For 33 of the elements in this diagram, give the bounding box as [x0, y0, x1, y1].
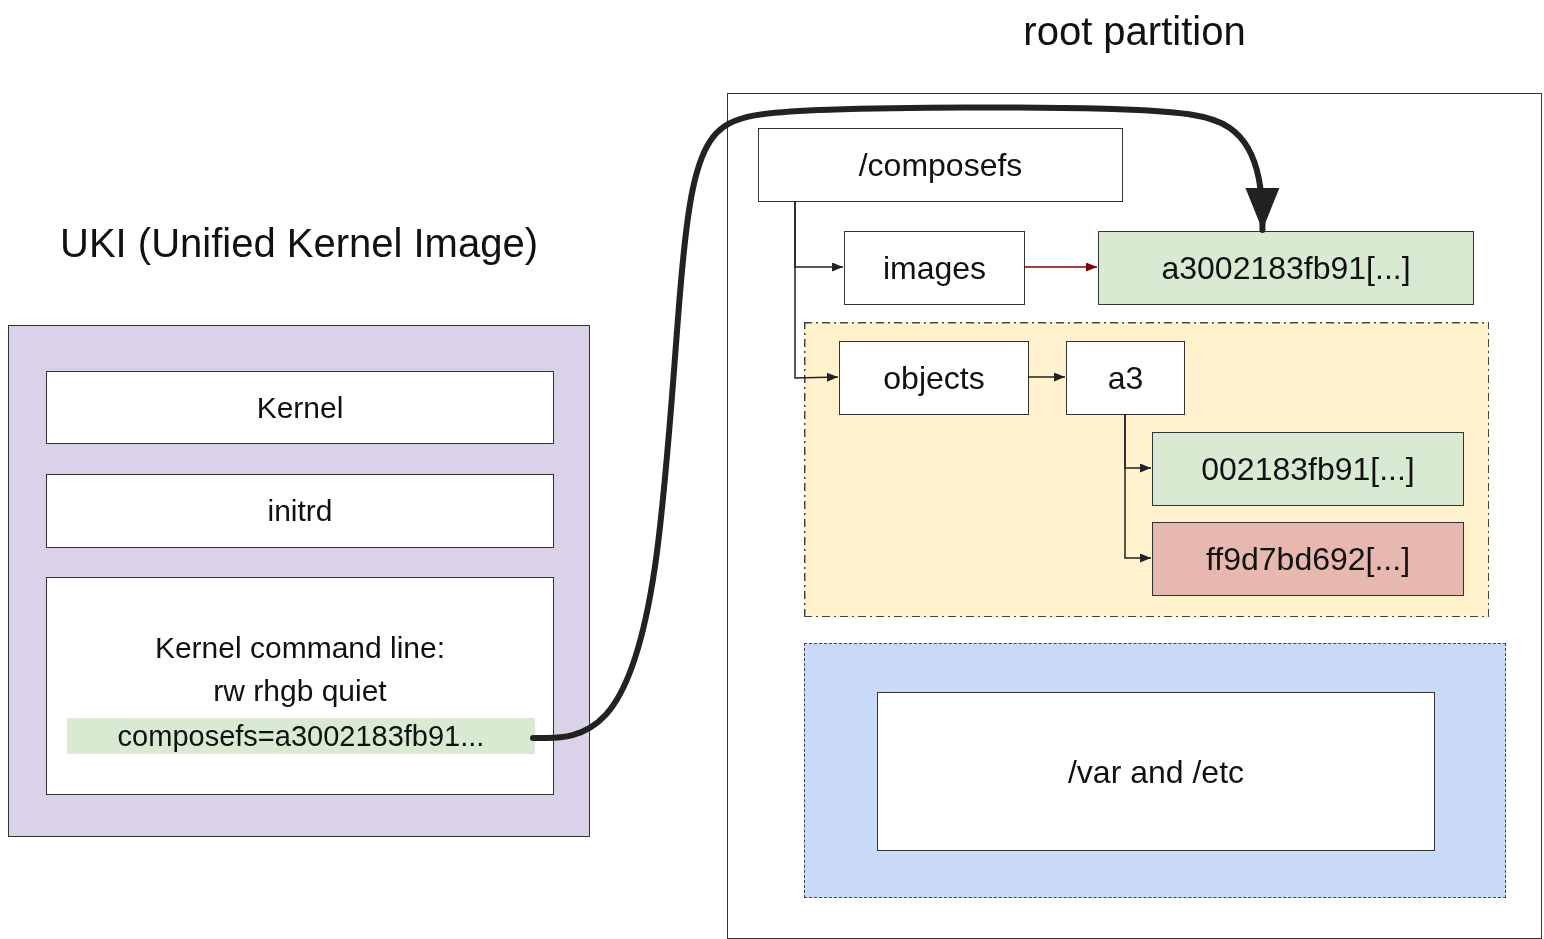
label: initrd	[266, 494, 334, 528]
process-box	[839, 341, 1029, 415]
heading: root partition	[1022, 9, 1247, 54]
label: /var and /etc	[1066, 753, 1246, 790]
hash-box	[1152, 522, 1464, 596]
arrow	[530, 104, 1280, 741]
label: composefs=a3002183fb91...	[116, 719, 486, 753]
arrow	[794, 200, 839, 382]
highlighted-text-box	[67, 718, 535, 754]
label: /composefs	[857, 146, 1024, 184]
label: ff9d7bd692[...]	[1205, 540, 1411, 578]
label: Kernel command line: rw rhgb quiet	[153, 630, 447, 709]
process-box	[877, 692, 1435, 851]
heading: UKI (Unified Kernel Image)	[59, 221, 539, 266]
hash-box	[1098, 231, 1474, 305]
label: images	[881, 249, 988, 287]
label: Kernel	[255, 390, 345, 425]
label: objects	[882, 359, 986, 397]
process-box	[1066, 341, 1185, 415]
dashed-group-area	[804, 322, 1489, 617]
process-box	[46, 371, 554, 444]
hash-box	[1152, 432, 1464, 506]
process-box	[46, 577, 554, 795]
process-box	[758, 128, 1123, 202]
process-box	[844, 231, 1025, 305]
label: 002183fb91[...]	[1200, 450, 1416, 488]
label: a3	[1106, 359, 1145, 397]
dashed-group-area	[804, 643, 1506, 898]
arrow	[1023, 262, 1098, 272]
process-box	[46, 474, 554, 548]
arrow	[1027, 372, 1066, 382]
arrow	[1124, 413, 1152, 563]
label: a3002183fb91[...]	[1160, 249, 1412, 287]
